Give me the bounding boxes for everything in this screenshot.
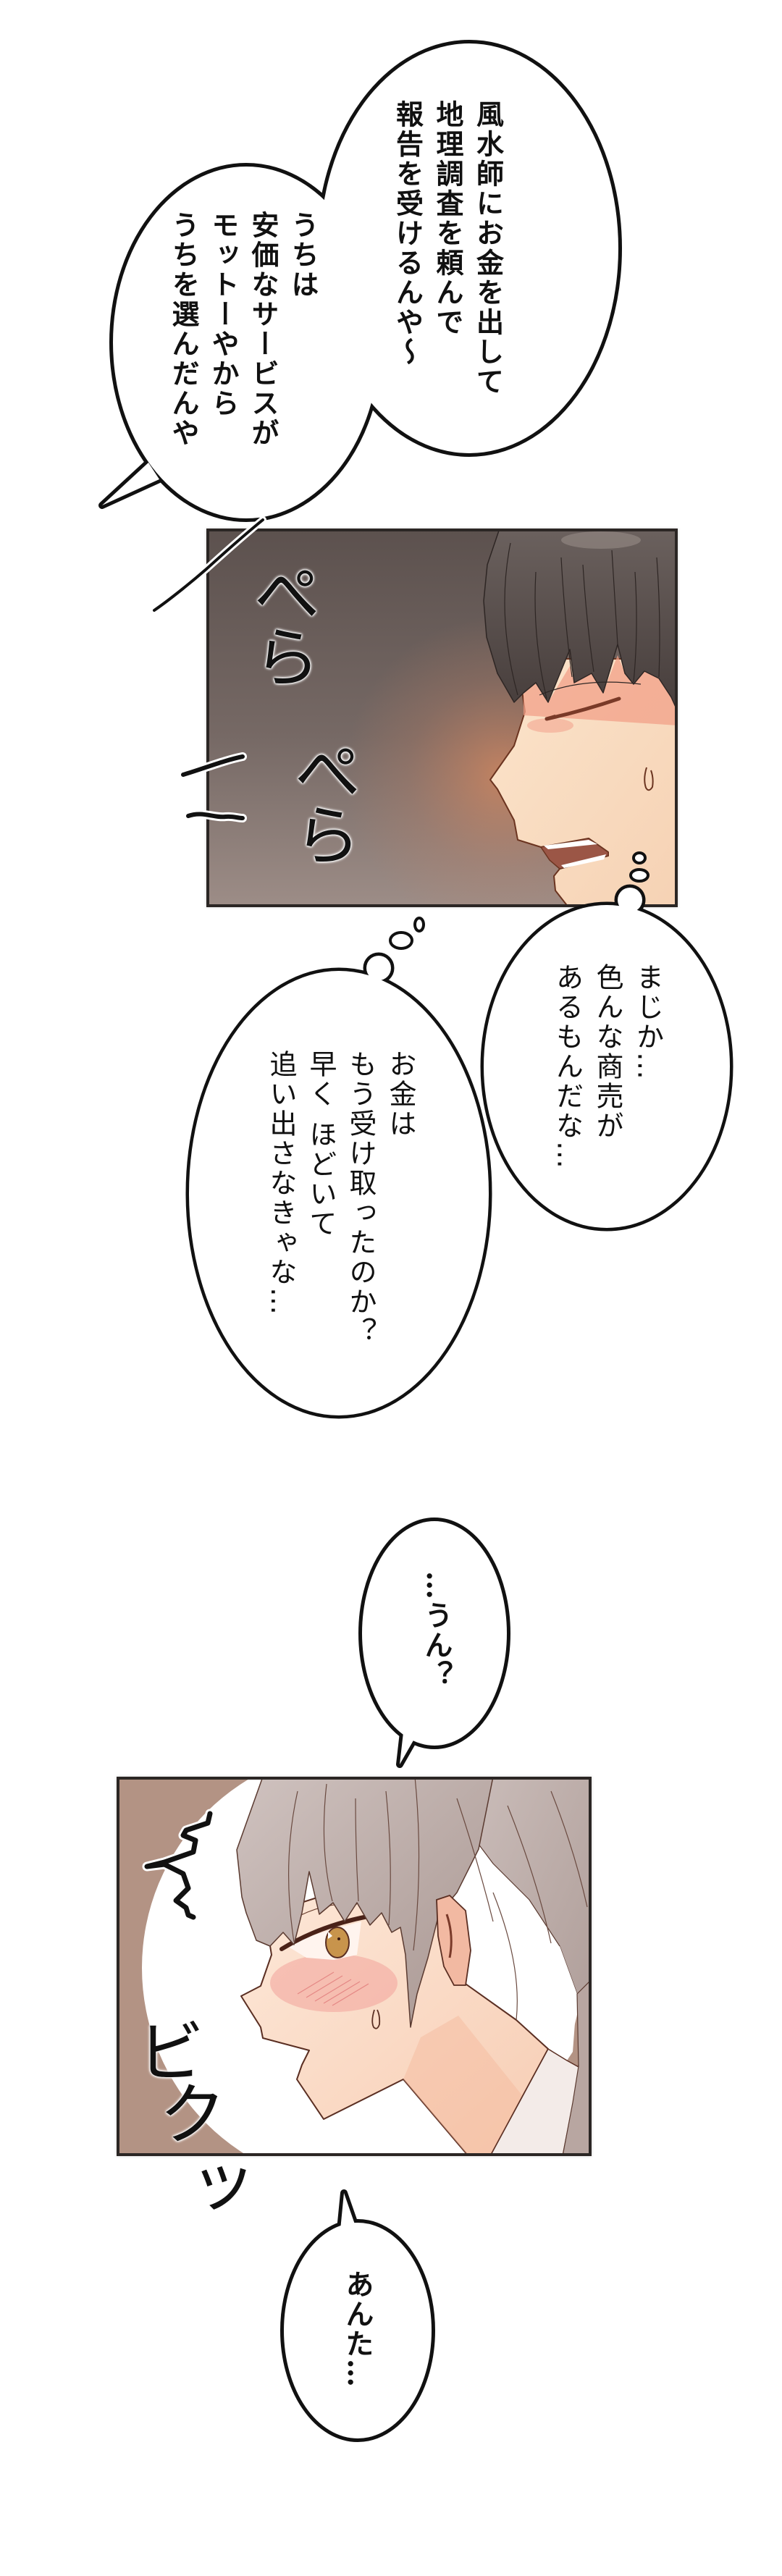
character-1 — [483, 529, 678, 907]
thought-line: あるもんだな… — [551, 963, 584, 1171]
ear — [436, 1894, 471, 1986]
dialogue-line: うちを選んだんや — [167, 211, 199, 448]
eye-lash — [279, 1914, 370, 1951]
sfx-pera-2: ぺら — [283, 737, 361, 864]
lower-teeth — [561, 854, 606, 868]
sfx-char: ク — [159, 2076, 227, 2154]
dialogue-line: 風水師にお金を出して — [471, 100, 504, 397]
sfx-char: ビ — [138, 2014, 205, 2092]
thought-line: もう受け取ったのか？ — [345, 1050, 377, 1347]
upper-teeth — [544, 840, 597, 849]
panel-1-border — [206, 529, 678, 907]
dialogue-line: モットーやから — [207, 211, 239, 418]
shirt — [489, 2047, 581, 2156]
bubble-3-text: お金は もう受け取ったのか？ 早く ほどいて 追い出さなきゃな… — [261, 1050, 420, 1347]
blush — [270, 1954, 398, 2012]
bubble-5-text: あんた… — [337, 2270, 378, 2388]
thought-line: まじか… — [631, 963, 664, 1082]
ponytail — [562, 1979, 592, 2156]
thought-line: 追い出さなきゃな… — [265, 1050, 297, 1317]
front-hair — [236, 1777, 494, 2028]
iris — [325, 1927, 350, 1958]
neck-shadow — [403, 2016, 522, 2156]
panel-1 — [206, 529, 678, 907]
thought-line: 色んな商売が — [592, 963, 623, 1141]
thought-line: 早く ほどいて — [305, 1050, 337, 1239]
sweat-drop — [644, 767, 654, 791]
blush — [527, 718, 573, 733]
background-gap — [516, 1946, 577, 2061]
closed-eye — [545, 696, 621, 721]
thought-line: お金は — [384, 1050, 416, 1139]
bubble-2-text: まじか… 色んな商売が あるもんだな… — [547, 963, 668, 1171]
dialogue-line: あんた… — [341, 2270, 374, 2388]
dialogue-line: うちは — [287, 211, 319, 300]
sweat-drop — [371, 2009, 381, 2029]
bubble-4-text: …うん？ — [416, 1571, 457, 1690]
bubble-1-text-a: 風水師にお金を出して 地理調査を頼んで 報告を受けるんや～ — [387, 100, 508, 397]
dialogue-line: 地理調査を頼んで — [432, 100, 463, 337]
hair — [483, 529, 678, 712]
panel-1-artwork — [206, 529, 678, 907]
dialogue-line: 報告を受けるんや～ — [391, 100, 424, 367]
panel-2-border — [117, 1777, 592, 2156]
dialogue-line: 安価なサービスが — [247, 211, 279, 448]
bubble-1-text-b: うちは 安価なサービスが モットーやから うちを選んだんや — [163, 211, 322, 448]
sfx-pera-1: ぺら — [243, 559, 320, 686]
character-2 — [236, 1777, 592, 2156]
hair-highlight — [561, 531, 641, 549]
sfx-char: ッ — [190, 2143, 257, 2221]
dialogue-line: …うん？ — [420, 1571, 453, 1690]
